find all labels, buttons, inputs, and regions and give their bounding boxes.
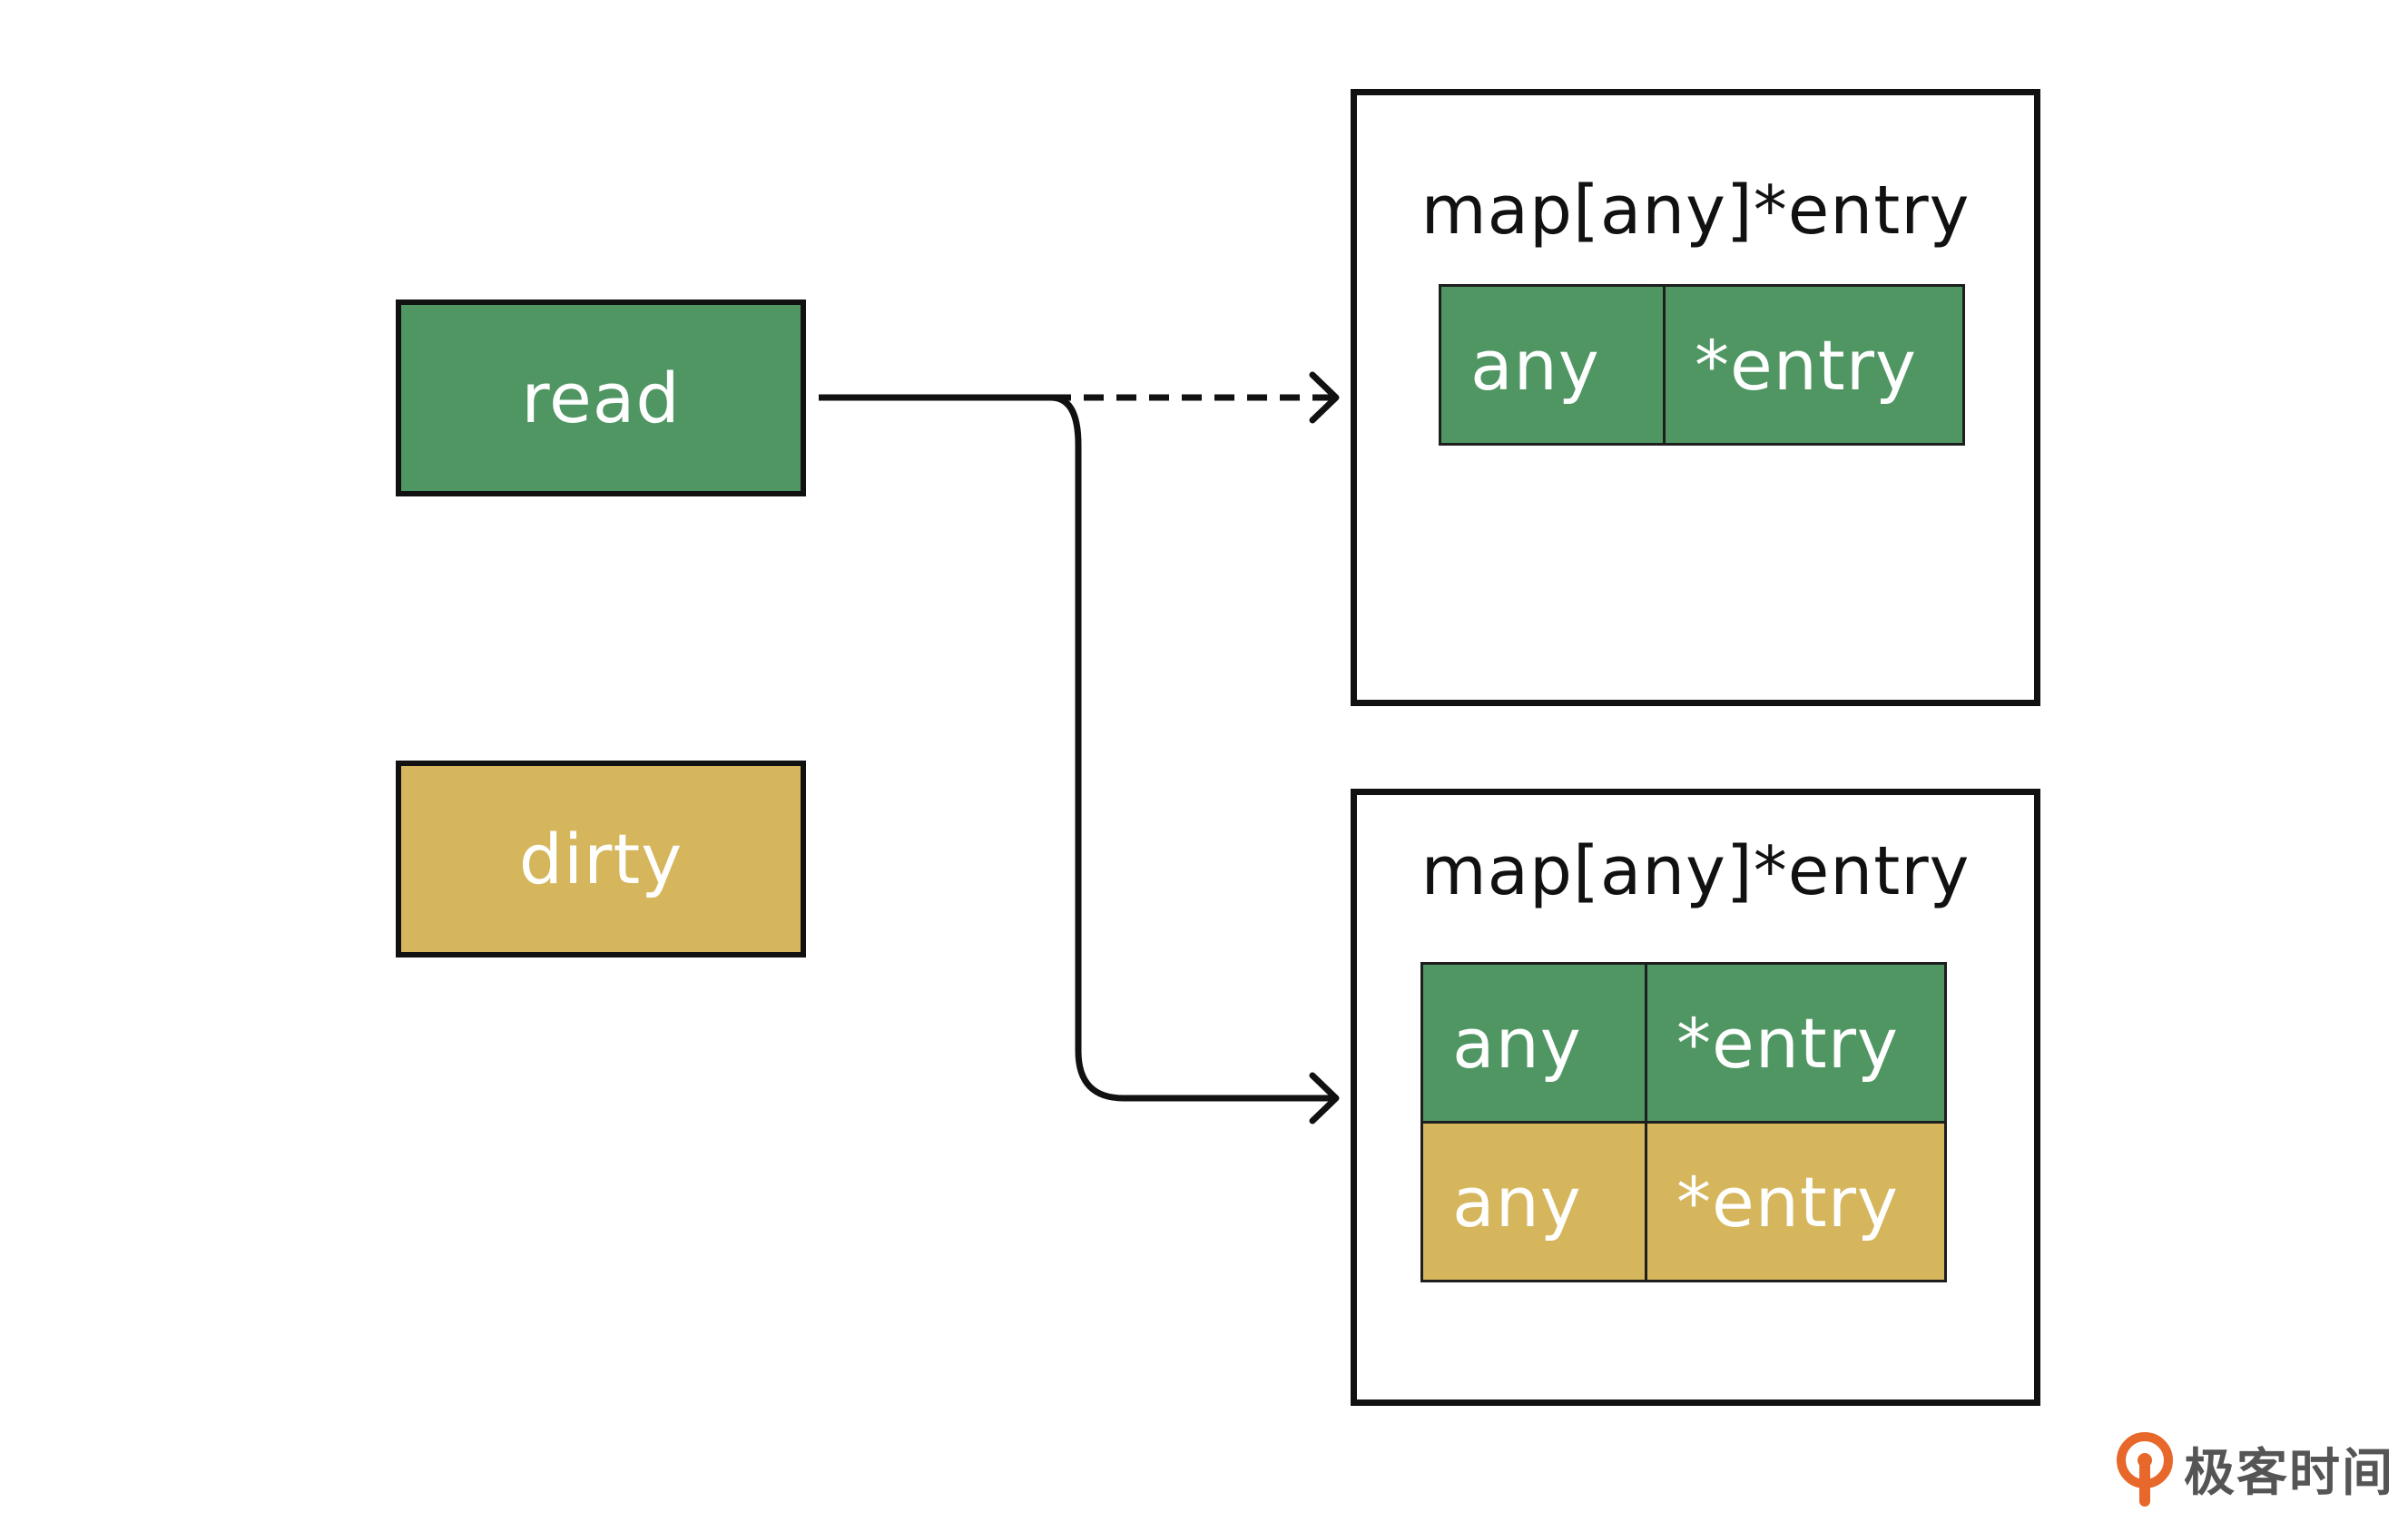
bottom-map-row2-key-cell: any (1420, 1121, 1647, 1282)
bottom-map-container: map[any]*entry any *entry any *entry (1351, 789, 2040, 1406)
dirty-field-box: dirty (396, 761, 806, 958)
watermark-text: 极客时间 (2184, 1443, 2394, 1503)
bottom-map-title: map[any]*entry (1420, 832, 1971, 910)
bottom-map-row2-key-label: any (1452, 1161, 1582, 1242)
dashed-arrowhead (1309, 371, 1340, 424)
top-map-container: map[any]*entry any *entry (1351, 89, 2040, 706)
geektime-logo-icon (2117, 1432, 2173, 1507)
geektime-watermark: 极客时间 (2115, 1423, 2394, 1514)
top-map-value-cell: *entry (1663, 284, 1965, 446)
bottom-map-row1-key-label: any (1452, 1002, 1582, 1084)
solid-arrow-to-bottom-map (1050, 394, 1334, 1102)
read-field-label: read (521, 358, 681, 438)
bottom-map-row1-value-cell: *entry (1645, 962, 1947, 1124)
read-field-box: read (396, 300, 806, 496)
bottom-map-row2-value-label: *entry (1676, 1161, 1899, 1242)
bottom-map-row1-value-label: *entry (1676, 1002, 1899, 1084)
top-map-key-cell: any (1439, 284, 1666, 446)
dirty-field-label: dirty (518, 819, 683, 899)
bottom-map-row2-value-cell: *entry (1645, 1121, 1947, 1282)
top-map-title: map[any]*entry (1420, 172, 1971, 250)
solid-arrowhead (1309, 1072, 1340, 1124)
bottom-map-row1-key-cell: any (1420, 962, 1647, 1124)
top-map-value-label: *entry (1695, 324, 1917, 406)
top-map-key-label: any (1470, 324, 1600, 406)
